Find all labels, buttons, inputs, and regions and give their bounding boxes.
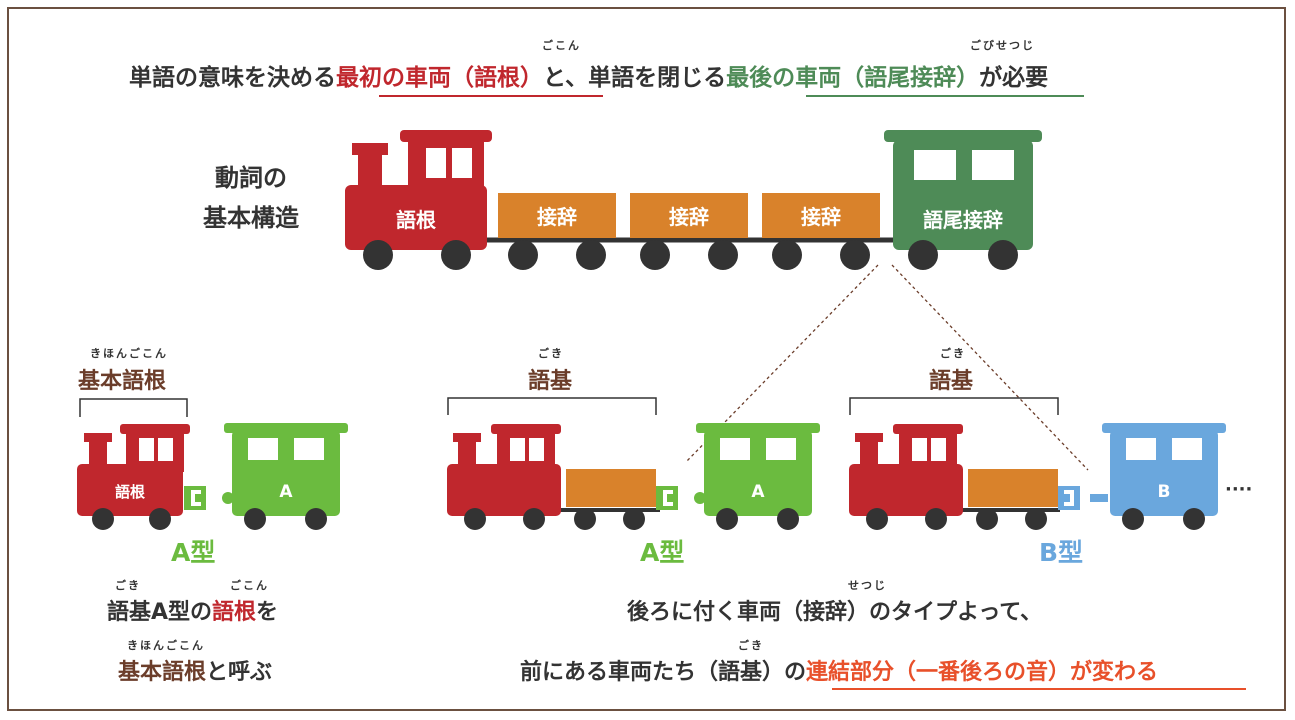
title-first-car: 最初の車両（語根） xyxy=(336,65,543,91)
ruby-gokon-desc: ごこん xyxy=(230,579,269,592)
title-part5: が必要 xyxy=(979,65,1049,91)
bottom-description-line1: 後ろに付く車両（接辞）のタイプよって、 xyxy=(627,600,1043,625)
chimney xyxy=(358,155,382,189)
car-body xyxy=(498,193,616,238)
zoom-line-right xyxy=(891,264,1089,471)
title-ruby-gobisetsuji: ごびせつじ xyxy=(970,39,1035,52)
basic-structure-label: 動詞の 基本構造 xyxy=(196,158,306,238)
continuation-ellipsis: ···· xyxy=(1225,479,1252,500)
ruby-kihongokon-desc: きほんごこん xyxy=(127,639,205,652)
title-ruby-gokon: ごこん xyxy=(542,39,581,52)
wheel xyxy=(363,240,393,270)
car-label-suffix: 接辞 xyxy=(669,205,709,229)
cab-window xyxy=(426,148,446,178)
left-description-line2: 基本語根と呼ぶ xyxy=(118,654,272,686)
desc-goki-a-type: 語基A型の xyxy=(107,600,213,625)
bracket-goki-a xyxy=(447,397,657,415)
wheel xyxy=(441,240,471,270)
car-body xyxy=(762,193,880,238)
wheel xyxy=(640,240,670,270)
wheel xyxy=(840,240,870,270)
label-goki-right: 語基 xyxy=(929,369,974,394)
desc-kihon-gokon: 基本語根 xyxy=(118,660,207,685)
cab-window xyxy=(452,148,472,178)
title-part1: 単語の意味を決める xyxy=(129,65,336,91)
wheel xyxy=(908,240,938,270)
left-description-line1: 語基A型の語根を xyxy=(107,594,278,626)
page-title: 単語の意味を決める最初の車両（語根）と、単語を閉じる最後の車両（語尾接辞）が必要 xyxy=(129,58,1048,92)
middle-train: A xyxy=(447,423,820,530)
wheel xyxy=(988,240,1018,270)
left-train: 語根 A xyxy=(77,423,348,530)
loco-body xyxy=(345,185,487,250)
bottom-line2-highlight: 連結部分（一番後ろの音）が変わる xyxy=(806,660,1159,685)
bracket-goki-b xyxy=(849,397,1059,415)
car-window xyxy=(914,150,956,180)
wheel xyxy=(772,240,802,270)
title-last-car: 最後の車両（語尾接辞） xyxy=(726,65,980,91)
left-car-label-root: 語根 xyxy=(115,483,145,501)
ruby-kihongokon: きほんごこん xyxy=(90,347,168,360)
ruby-goki-right: ごき xyxy=(940,347,966,360)
bottom-underline xyxy=(832,688,1246,690)
right-train: B xyxy=(849,423,1226,530)
car-roof xyxy=(884,130,1042,142)
desc-wo: を xyxy=(256,600,279,625)
desc-to-yobu: と呼ぶ xyxy=(206,660,273,685)
title-underline-green xyxy=(806,95,1084,97)
ruby-goki-bottom: ごき xyxy=(738,639,764,652)
right-car-label-b: B xyxy=(1158,482,1171,502)
car-label-suffix: 接辞 xyxy=(801,205,841,229)
wheel xyxy=(708,240,738,270)
cab-roof xyxy=(400,130,492,142)
label-kihon-gokon: 基本語根 xyxy=(78,369,167,394)
car-body xyxy=(630,193,748,238)
type-label-a-middle: A型 xyxy=(640,538,685,567)
car-label-root: 語根 xyxy=(396,208,436,232)
bottom-line2-part1: 前にある車両たち（語基）の xyxy=(520,660,807,685)
bracket-kihon-gokon xyxy=(79,398,188,417)
car-window xyxy=(972,150,1014,180)
middle-car-label-a: A xyxy=(751,482,765,502)
label-goki-middle: 語基 xyxy=(528,369,573,394)
ending-car: 語尾接辞 xyxy=(884,130,1042,270)
diagram-frame xyxy=(7,7,1286,711)
type-label-a-left: A型 xyxy=(171,538,216,567)
title-part3: と、単語を閉じる xyxy=(543,65,727,91)
bottom-description-line2: 前にある車両たち（語基）の連結部分（一番後ろの音）が変わる xyxy=(520,654,1158,686)
top-locomotive: 語根 xyxy=(345,130,492,270)
suffix-car-2: 接辞 xyxy=(630,193,748,270)
ruby-goki-desc: ごき xyxy=(115,579,141,592)
wheel xyxy=(576,240,606,270)
car-label-ending: 語尾接辞 xyxy=(923,208,1003,232)
top-train: 語根 接辞 接辞 接辞 語尾接辞 xyxy=(345,130,1042,270)
desc-gokon: 語根 xyxy=(212,600,257,625)
ruby-goki-middle: ごき xyxy=(538,347,564,360)
basic-label-line2: 基本構造 xyxy=(203,204,299,232)
ruby-setsuji-bottom: せつじ xyxy=(848,579,887,592)
title-underline-red xyxy=(379,95,603,97)
suffix-car-3: 接辞 xyxy=(762,193,880,270)
suffix-car-1: 接辞 xyxy=(498,193,616,270)
chimney-cap xyxy=(352,143,388,155)
left-car-label-a: A xyxy=(279,482,293,502)
left-loco-body xyxy=(77,464,183,516)
basic-label-line1: 動詞の xyxy=(215,164,287,192)
type-label-b: B型 xyxy=(1039,538,1084,567)
car-label-suffix: 接辞 xyxy=(537,205,577,229)
wheel xyxy=(508,240,538,270)
